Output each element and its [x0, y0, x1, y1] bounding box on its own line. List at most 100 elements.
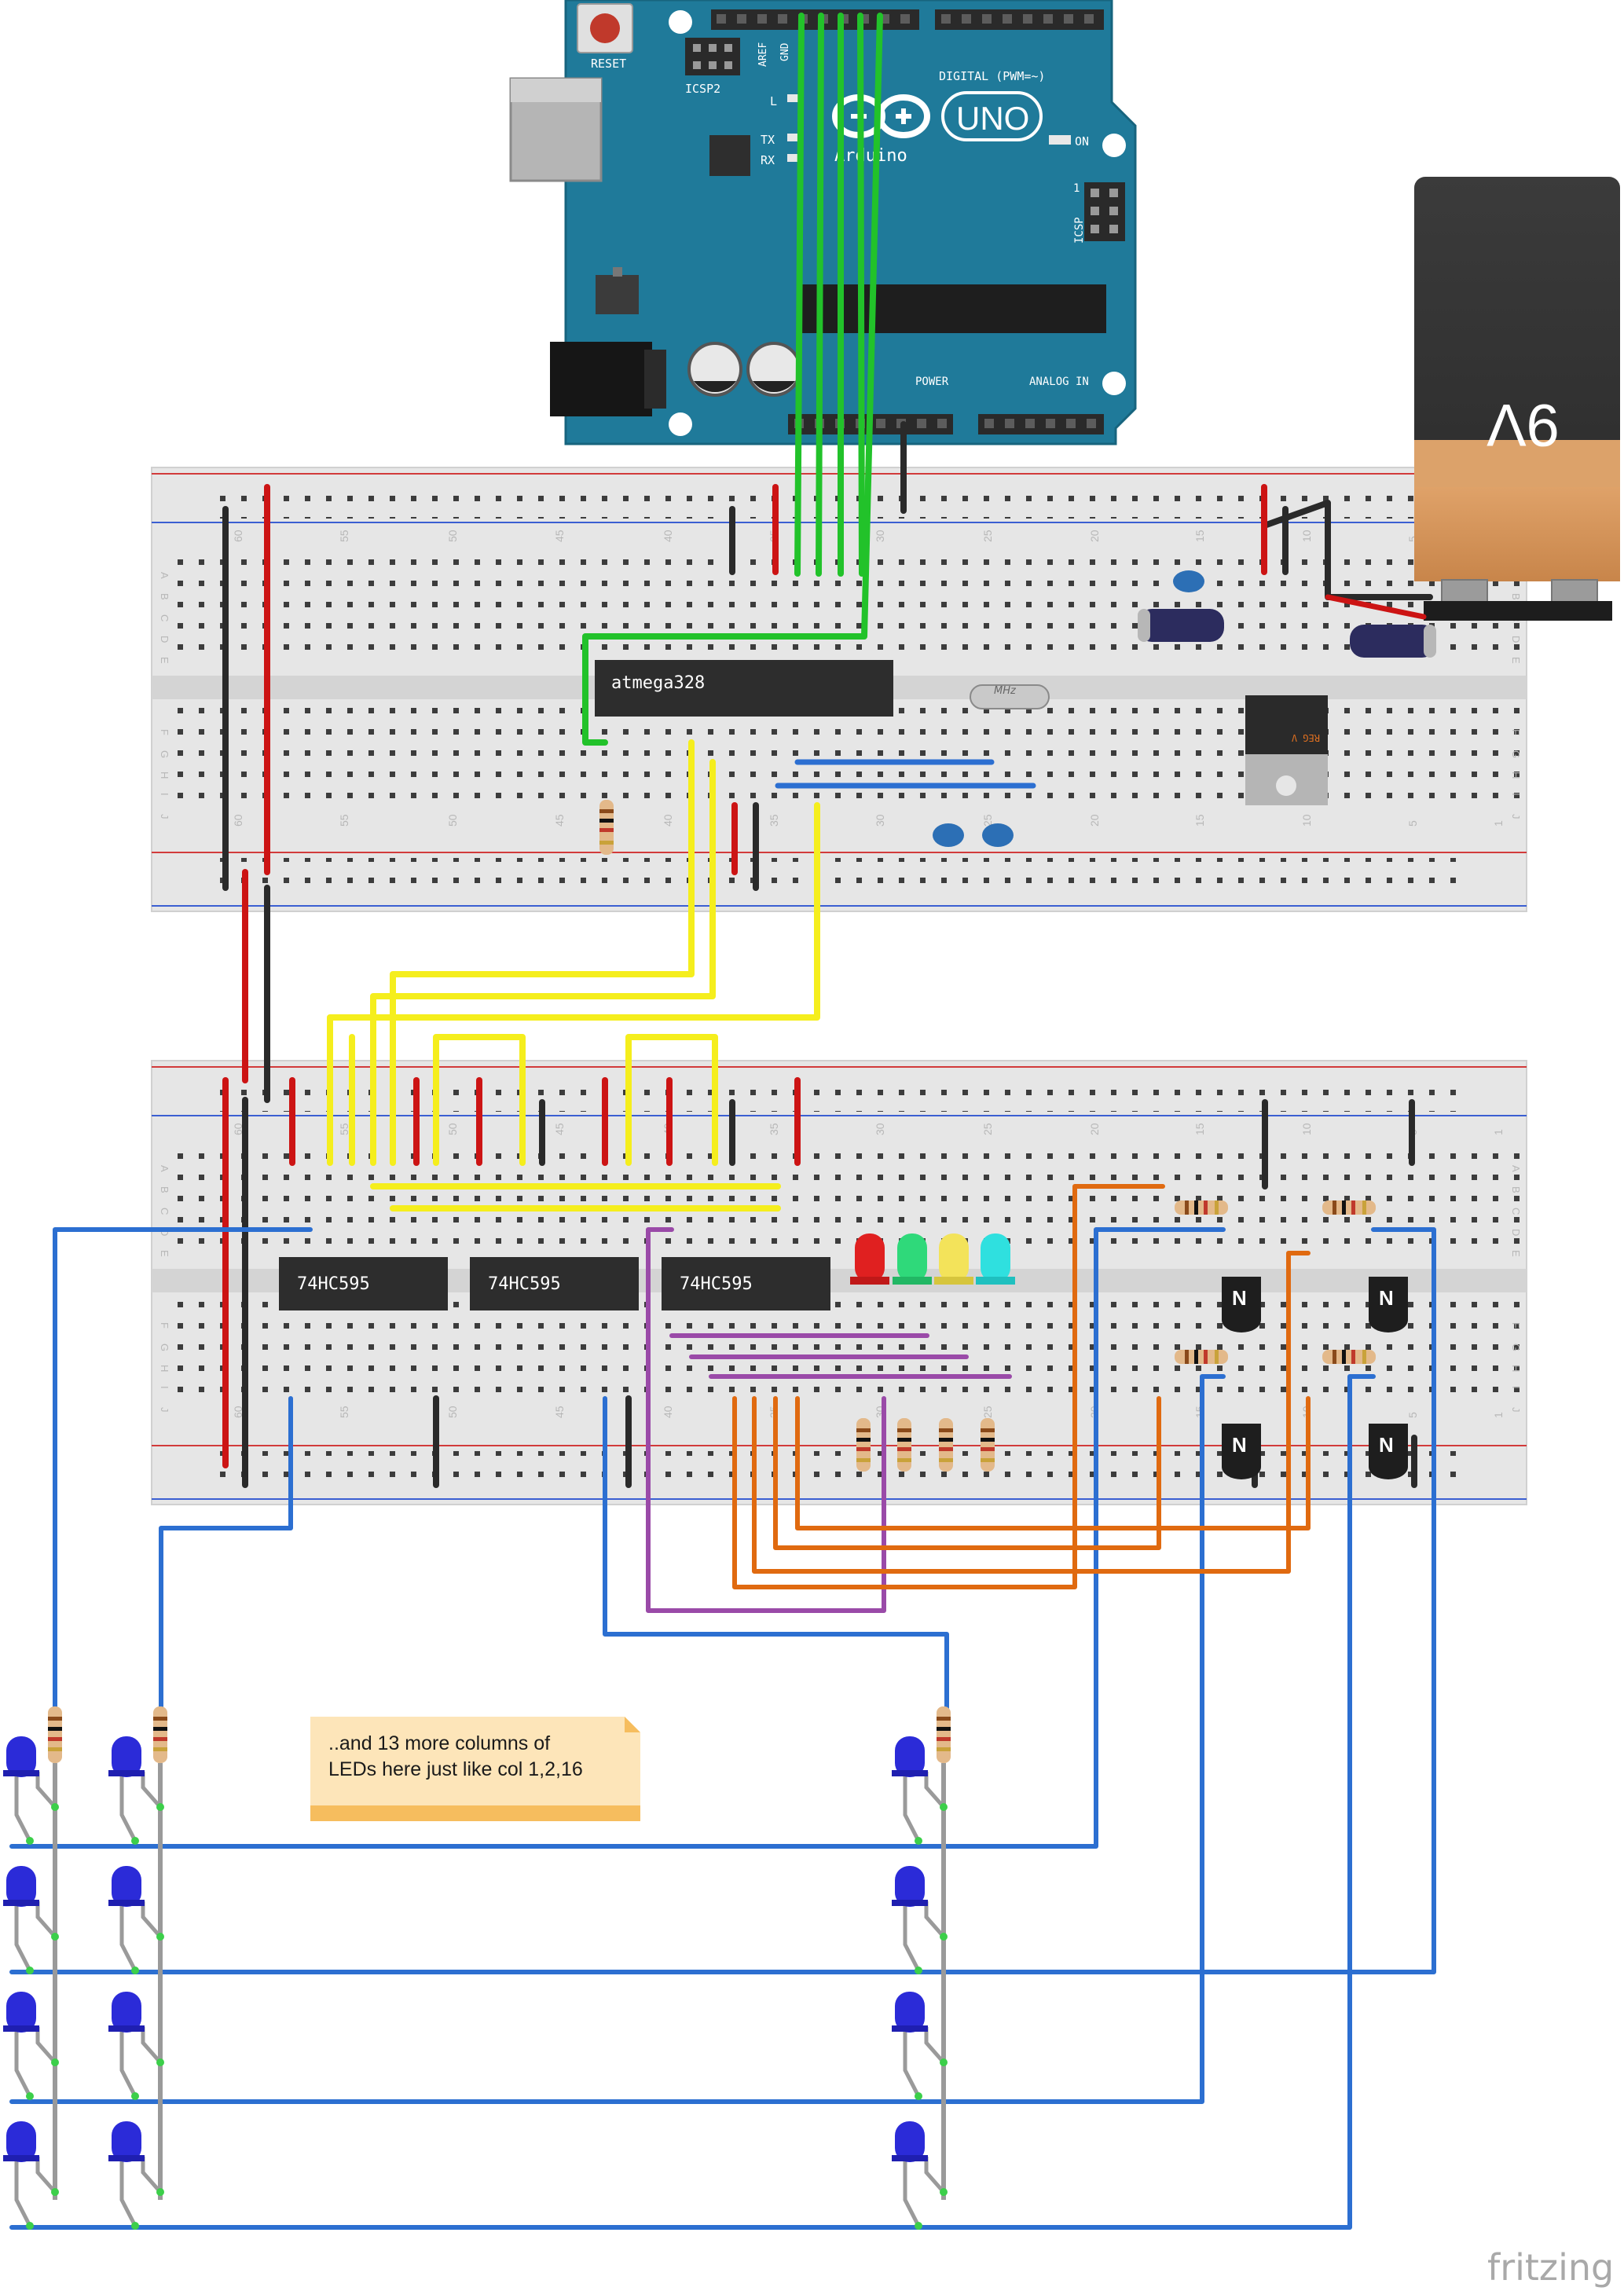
- column-number: 15: [1193, 530, 1206, 542]
- indicator-led-cyan: [976, 1233, 1015, 1285]
- row-letter: H: [1510, 1365, 1522, 1372]
- arduino-mcu-chip: [801, 284, 1106, 333]
- transistor-1: N: [1222, 1277, 1261, 1332]
- column-number: 20: [1088, 1123, 1101, 1135]
- row-letter: H: [159, 1365, 170, 1372]
- matrix-led: [3, 2121, 59, 2230]
- row-letter: B: [159, 593, 170, 600]
- column-number: 20: [1088, 530, 1101, 542]
- indicator-leds: [850, 1233, 1015, 1285]
- transistor-2: N: [1369, 1277, 1408, 1332]
- wires: [9, 13, 1436, 2230]
- breadboard-bottom: [151, 1060, 1527, 1505]
- column-number: 60: [232, 1406, 244, 1418]
- transistor-resistors: [1175, 1200, 1376, 1364]
- electrolytic-capacitor-1: [1138, 609, 1224, 642]
- arduino-board: RESET ICSP2 AREF GND DIGITAL (PWM=~): [509, 0, 1137, 445]
- reset-button[interactable]: [577, 3, 633, 53]
- column-number: 55: [338, 1123, 350, 1135]
- matrix-led: [892, 2121, 948, 2230]
- indicator-led-yellow: [934, 1233, 973, 1285]
- shift-register-2: 74HC595: [470, 1257, 639, 1310]
- row-letter: E: [159, 1250, 170, 1257]
- svg-text:N: N: [1232, 1286, 1247, 1310]
- column-number: 25: [981, 530, 994, 542]
- row-letter: C: [159, 1208, 170, 1215]
- column-number: 40: [662, 530, 674, 542]
- column-number: 25: [981, 814, 994, 827]
- column-resistor: [937, 1706, 951, 1763]
- column-number: 55: [338, 530, 350, 542]
- analog-label: ANALOG IN: [1029, 376, 1089, 388]
- svg-text:N: N: [1232, 1433, 1247, 1457]
- column-number: 55: [338, 1406, 350, 1418]
- icsp2-header: [685, 38, 740, 75]
- row-letter: F: [159, 729, 170, 735]
- shift-register-1-label: 74HC595: [297, 1274, 370, 1294]
- indicator-led-green: [893, 1233, 932, 1285]
- column-number: 30: [874, 530, 886, 542]
- shift-register-2-label: 74HC595: [488, 1274, 561, 1294]
- column-number: 45: [553, 530, 566, 542]
- row-letter: F: [1510, 1322, 1522, 1329]
- indicator-led-red: [850, 1233, 889, 1285]
- shift-register-3: 74HC595: [662, 1257, 830, 1310]
- row-letter: I: [159, 1386, 170, 1389]
- led-matrix: [3, 1706, 951, 2230]
- tx-label: TX: [761, 133, 775, 147]
- column-number: 45: [553, 1123, 566, 1135]
- crystal-label: MHz: [994, 685, 1017, 697]
- column-number: 15: [1193, 814, 1206, 827]
- row-letter: G: [159, 1343, 170, 1351]
- note-line-1: ..and 13 more columns of: [328, 1732, 550, 1754]
- column-number: 25: [981, 1406, 994, 1418]
- digital-header-right: [935, 9, 1104, 30]
- column-number: 45: [553, 1406, 566, 1418]
- row-letter: A: [159, 1165, 170, 1172]
- column-number: 45: [553, 814, 566, 827]
- matrix-led: [3, 1992, 59, 2100]
- column-number: 1: [1492, 1412, 1505, 1418]
- arduino-model: UNO: [956, 100, 1029, 137]
- matrix-led: [892, 1866, 948, 1974]
- transistor-3: N: [1222, 1424, 1261, 1479]
- column-number: 60: [232, 814, 244, 827]
- transistor-4: N: [1369, 1424, 1408, 1479]
- electrolytic-capacitor-2: [1350, 625, 1436, 658]
- matrix-led: [108, 1992, 164, 2100]
- note-box: ..and 13 more columns of LEDs here just …: [310, 1717, 640, 1821]
- row-letter: F: [159, 1322, 170, 1329]
- row-letter: H: [1510, 772, 1522, 779]
- column-number: 60: [232, 530, 244, 542]
- power-label: POWER: [915, 376, 949, 388]
- row-letter: C: [1510, 1208, 1522, 1215]
- row-letter: G: [1510, 1343, 1522, 1351]
- matrix-led: [108, 1736, 164, 1845]
- column-resistor: [48, 1706, 62, 1763]
- resistor-top: [599, 800, 614, 855]
- matrix-led: [892, 1736, 948, 1845]
- icsp-header: [1084, 182, 1125, 241]
- row-letter: E: [159, 657, 170, 664]
- column-number: 10: [1300, 814, 1313, 827]
- column-number: 50: [446, 814, 459, 827]
- icsp-label: ICSP: [1073, 217, 1086, 244]
- column-number: 50: [446, 1406, 459, 1418]
- row-letter: J: [159, 1407, 170, 1413]
- l-led-label: L: [770, 94, 777, 108]
- ceramic-capacitor-2: [933, 823, 1014, 847]
- voltage-regulator: REG V: [1245, 695, 1328, 805]
- column-number: 15: [1193, 1123, 1206, 1135]
- aref-label: AREF: [757, 42, 769, 67]
- column-resistor: [153, 1706, 167, 1763]
- digital-header-left: [711, 9, 919, 30]
- row-letter: F: [1510, 729, 1522, 735]
- row-letter: D: [1510, 636, 1522, 643]
- row-letter: C: [159, 614, 170, 621]
- column-number: 50: [446, 1123, 459, 1135]
- icsp-pin1-label: 1: [1073, 182, 1080, 195]
- row-letter: I: [1510, 793, 1522, 796]
- column-number: 25: [981, 1123, 994, 1135]
- row-letter: A: [159, 572, 170, 579]
- matrix-led: [892, 1992, 948, 2100]
